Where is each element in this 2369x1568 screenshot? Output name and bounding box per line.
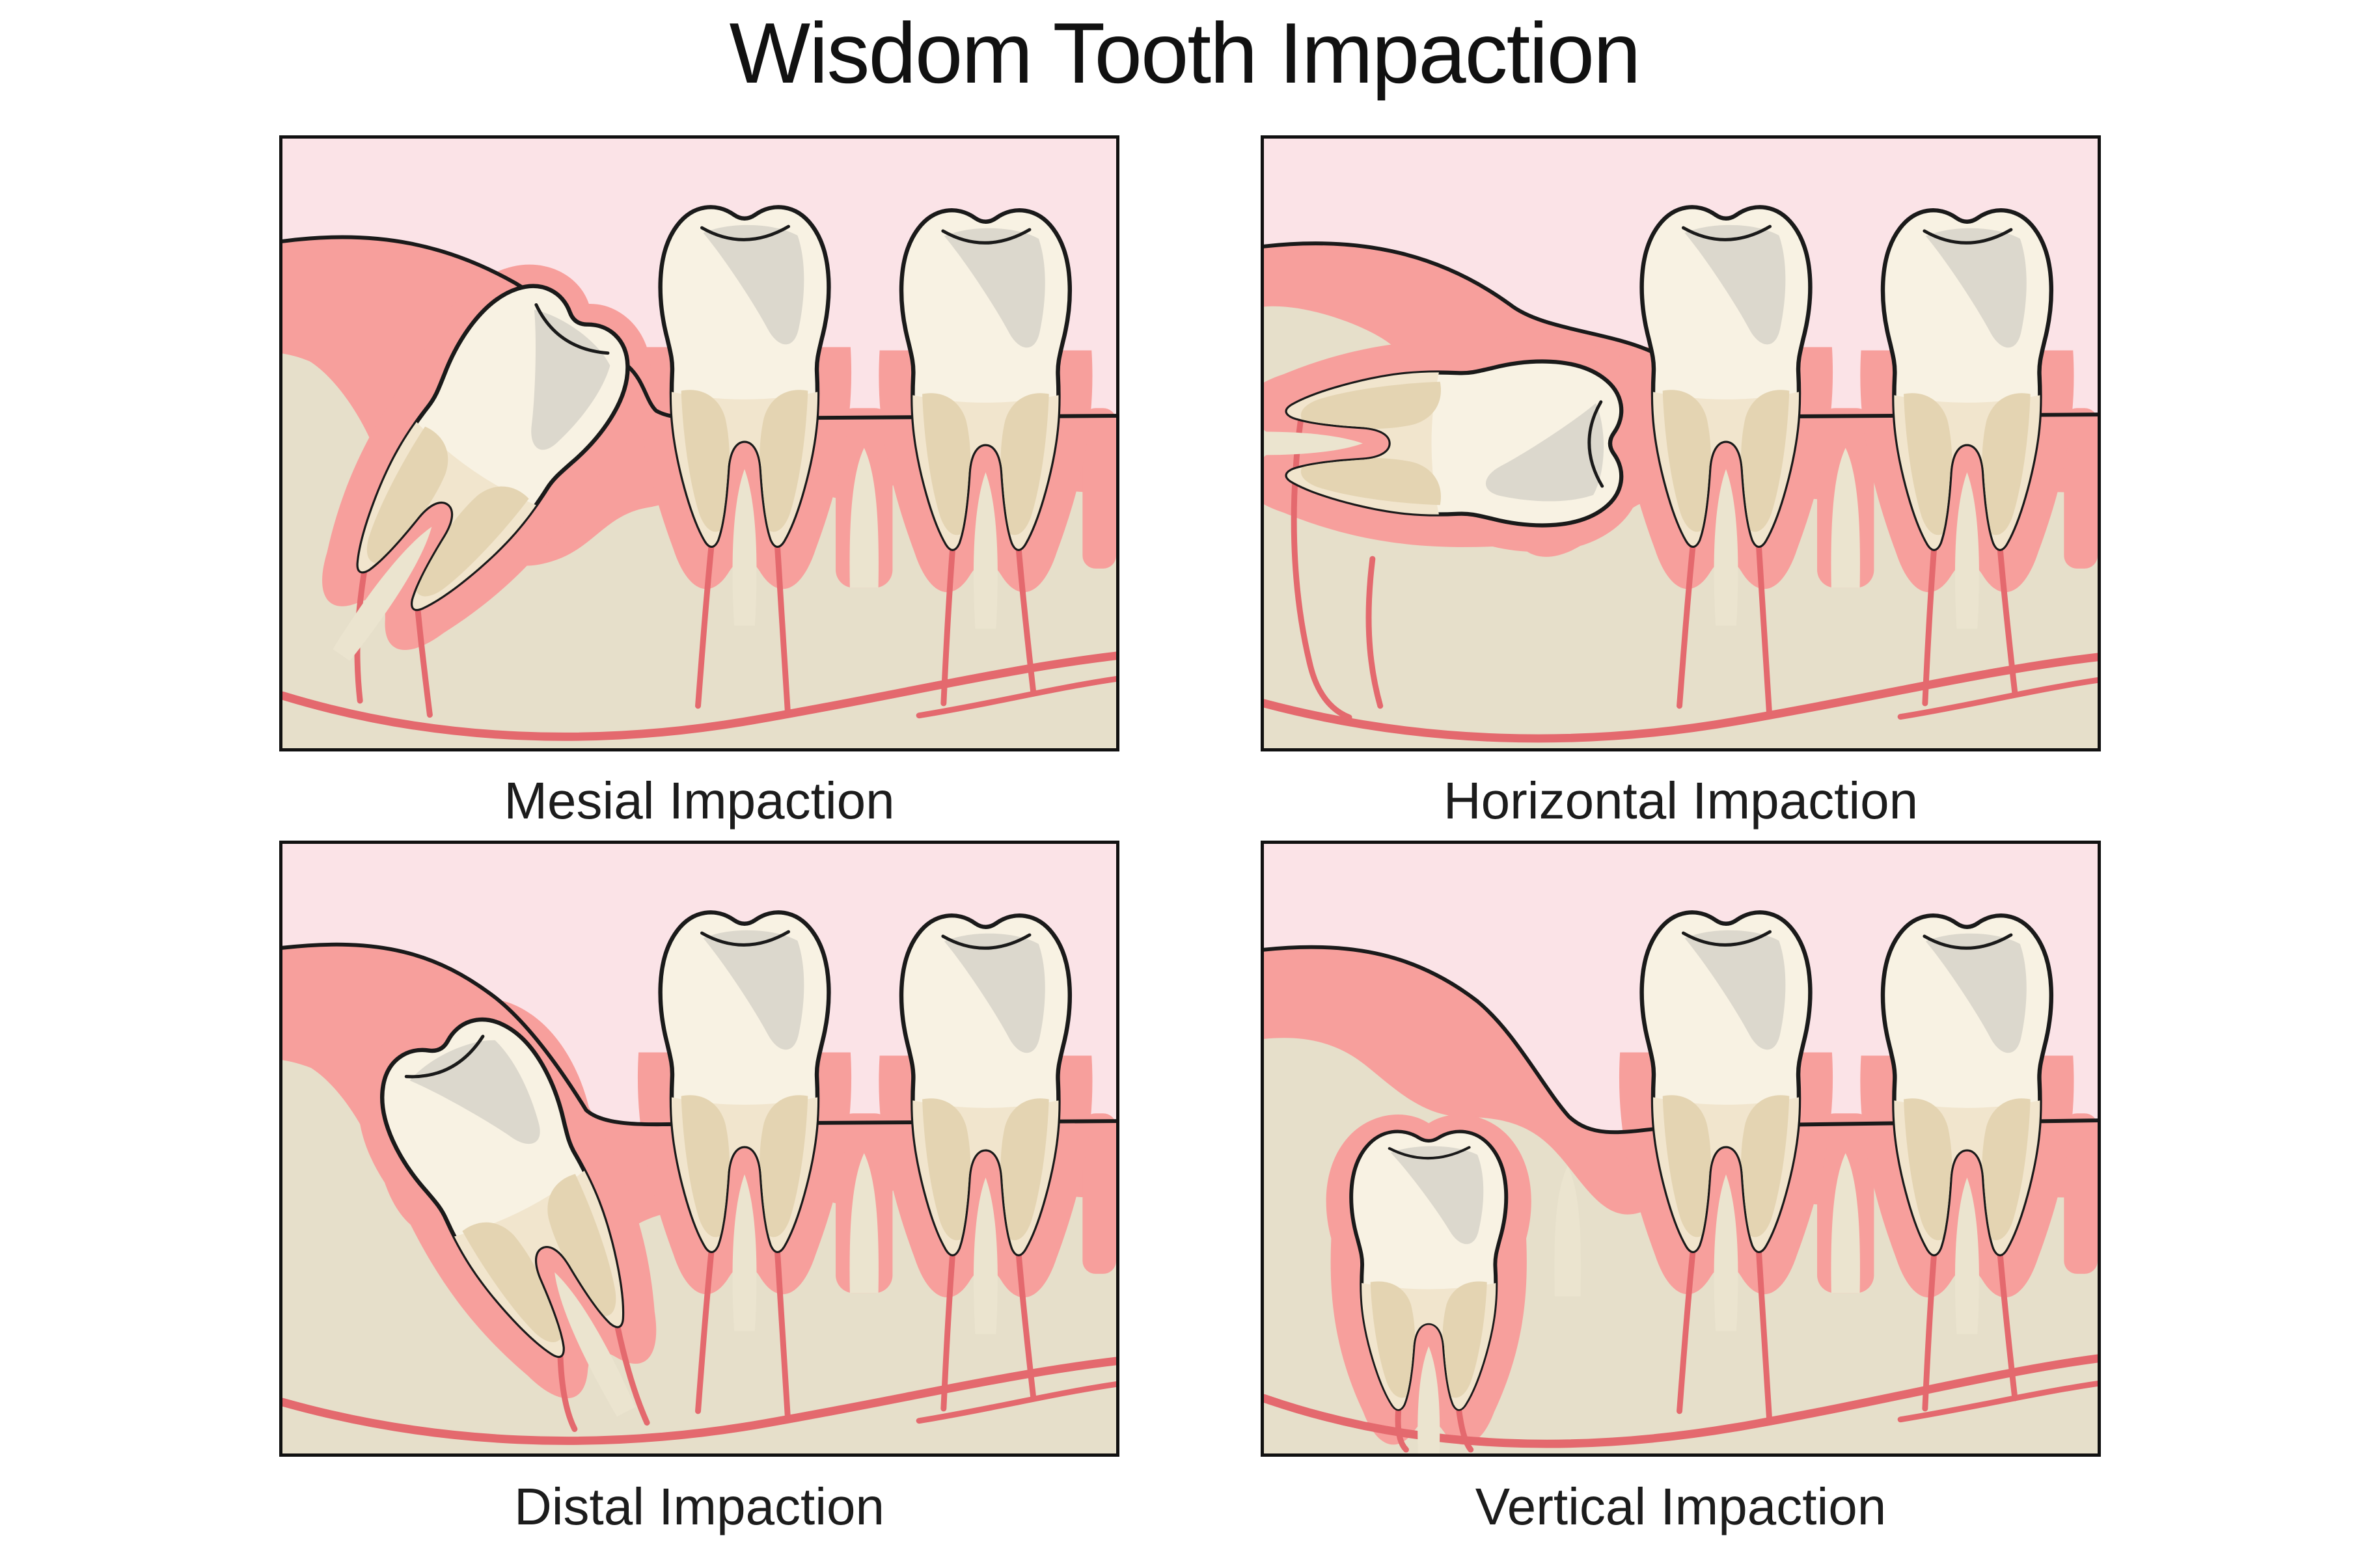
panel-vertical-impaction (1261, 841, 2101, 1457)
panel-mesial-impaction (279, 135, 1119, 751)
label-distal-impaction: Distal Impaction (514, 1478, 885, 1535)
blood-vessels (282, 1240, 1116, 1445)
interdental-bone (1554, 1166, 1582, 1297)
gum-outline (1264, 945, 2098, 1135)
gum-outline (1264, 241, 1654, 354)
label-vertical-impaction: Vertical Impaction (1475, 1478, 1887, 1535)
blood-vessels (1264, 1240, 2098, 1453)
label-mesial-impaction: Mesial Impaction (504, 772, 895, 830)
page-title: Wisdom Tooth Impaction (729, 5, 1641, 101)
interdental-bone (849, 1153, 879, 1293)
blood-vessels (1264, 411, 2098, 743)
label-horizontal-impaction: Horizontal Impaction (1443, 772, 1919, 830)
gum-outline (282, 942, 1116, 1127)
panel-horizontal-impaction (1261, 135, 2101, 751)
panel-distal-impaction (279, 841, 1119, 1457)
interdental-bone (1831, 448, 1860, 588)
interdental-bone (1831, 1153, 1860, 1293)
interdental-bone (849, 448, 879, 588)
